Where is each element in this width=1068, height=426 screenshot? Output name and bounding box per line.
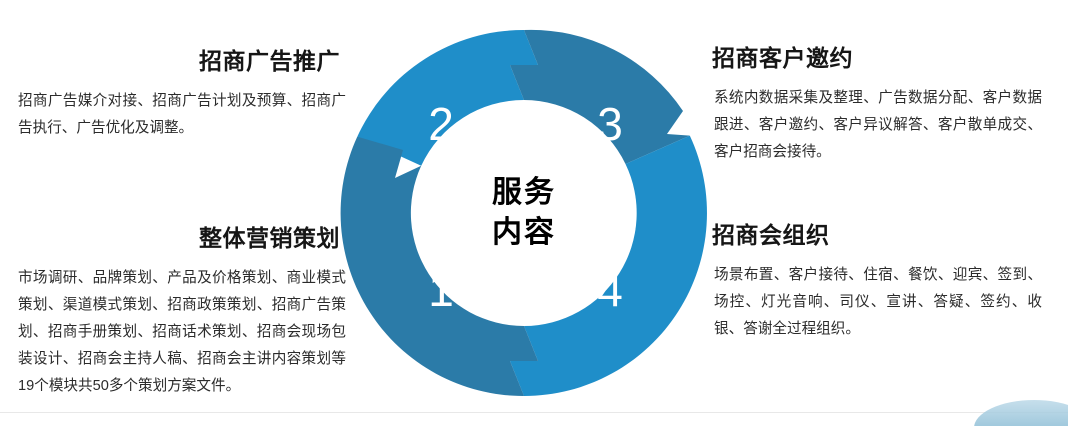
section-organization: 招商会组织 场景布置、客户接待、住宿、餐饮、迎宾、签到、场控、灯光音响、司仪、宣…: [712, 222, 1042, 343]
section-invitation-body: 系统内数据采集及整理、广告数据分配、客户数据跟进、客户邀约、客户异议解答、客户散…: [714, 90, 1042, 161]
section-organization-title: 招商会组织: [712, 222, 830, 248]
section-marketing-body: 市场调研、品牌策划、产品及价格策划、商业模式策划、渠道模式策划、招商政策策划、招…: [18, 270, 346, 395]
section-invitation-title: 招商客户邀约: [712, 45, 853, 71]
section-advertising: 招商广告推广 招商广告媒介对接、招商广告计划及预算、招商广告执行、广告优化及调整…: [18, 48, 348, 142]
section-marketing-title: 整体营销策划: [199, 225, 340, 251]
ring-segment-2[interactable]: [357, 29, 538, 166]
corner-arc-decoration: [974, 400, 1068, 426]
section-marketing: 整体营销策划 市场调研、品牌策划、产品及价格策划、商业模式策划、渠道模式策划、招…: [18, 225, 348, 400]
section-invitation: 招商客户邀约 系统内数据采集及整理、广告数据分配、客户数据跟进、客户邀约、客户异…: [712, 45, 1042, 166]
ring-number-4: 4: [597, 264, 623, 316]
ring-number-1: 1: [428, 264, 454, 316]
ring-segment-3[interactable]: [510, 29, 690, 164]
footer-divider: [0, 412, 1068, 413]
ring-number-2: 2: [428, 98, 454, 150]
ring-segment-4[interactable]: [510, 135, 707, 396]
section-advertising-title: 招商广告推广: [199, 48, 340, 74]
cycle-ring-diagram: 2 3 1 4 服务 内容: [333, 22, 715, 404]
section-advertising-body: 招商广告媒介对接、招商广告计划及预算、招商广告执行、广告优化及调整。: [18, 93, 346, 137]
section-organization-body: 场景布置、客户接待、住宿、餐饮、迎宾、签到、场控、灯光音响、司仪、宣讲、答疑、签…: [714, 267, 1042, 338]
ring-number-3: 3: [597, 98, 623, 150]
ring-segment-1[interactable]: [340, 136, 538, 397]
